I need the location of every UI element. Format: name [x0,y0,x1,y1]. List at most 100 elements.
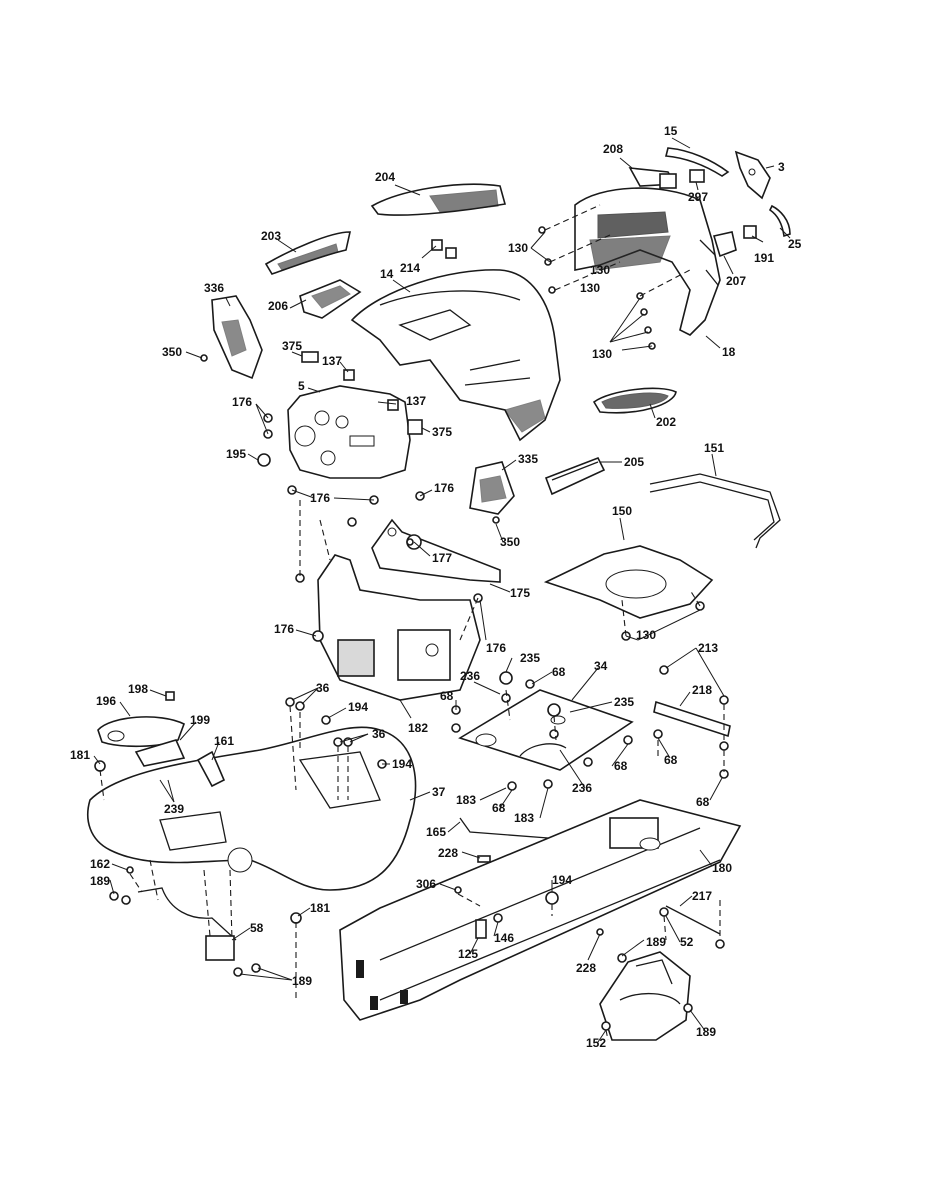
callout-181-a: 181 [70,748,90,762]
callout-350-a: 350 [162,345,182,359]
callout-213: 213 [698,641,718,655]
part-206-vent [299,279,362,319]
callout-176-d: 176 [274,622,294,636]
callout-191: 191 [754,251,774,265]
callout-189-d: 189 [696,1025,716,1039]
part-165-rod [459,817,549,839]
callout-177: 177 [432,551,452,565]
callout-68-a: 68 [552,665,566,679]
callout-239: 239 [164,802,184,816]
callout-37: 37 [432,785,446,799]
callout-202: 202 [656,415,676,429]
callout-161: 161 [214,734,234,748]
callout-306: 306 [416,877,436,891]
part-25-side-trim [768,204,791,238]
part-151-bracket [649,473,781,549]
callout-151: 151 [704,441,724,455]
part-335-side-panel [469,461,515,515]
callout-235-a: 235 [520,651,540,665]
callout-183-b: 183 [514,811,534,825]
part-180-frame [339,799,742,1021]
callout-194-c: 194 [552,873,572,887]
callout-199: 199 [190,713,210,727]
callout-228-b: 228 [576,961,596,975]
callout-18: 18 [722,345,736,359]
part-161-lever [196,750,226,788]
callout-214: 214 [400,261,420,275]
assembly-lines [99,204,725,1041]
callout-350-b: 350 [500,535,520,549]
callout-130-a: 130 [508,241,528,255]
part-228-pin [477,855,491,863]
callout-130-d: 130 [592,347,612,361]
part-34-plate [458,689,634,771]
callout-58: 58 [250,921,264,935]
callout-218: 218 [692,683,712,697]
part-5-dash-panel [287,385,411,479]
callout-162: 162 [90,857,110,871]
part-198-clip [165,691,175,701]
callout-5: 5 [298,379,305,393]
callout-228-a: 228 [438,846,458,860]
callout-130-b: 130 [590,263,610,277]
callout-189-b: 189 [646,935,666,949]
callout-189-a: 189 [90,874,110,888]
part-375-block-b [407,419,423,435]
callout-labels: 15 208 3 297 204 203 214 14 130 130 130 … [70,124,802,1050]
callout-182: 182 [408,721,428,735]
part-375-small-block [301,351,319,363]
part-18-grille-housing [574,187,721,336]
callout-297: 297 [688,190,708,204]
callout-165: 165 [426,825,446,839]
part-3-bracket [734,150,771,200]
callout-125: 125 [458,947,478,961]
callout-68-f: 68 [696,795,710,809]
callout-68-d: 68 [664,753,678,767]
callout-130-c: 130 [580,281,600,295]
part-217-rod [665,905,721,935]
leader-lines [93,137,791,1043]
part-297-bulb [689,169,705,183]
callout-206: 206 [268,299,288,313]
part-208-headlight [628,167,677,189]
callout-52: 52 [680,935,694,949]
callout-217: 217 [692,889,712,903]
callout-236-b: 236 [572,781,592,795]
part-196-cap [97,716,186,748]
callout-235-b: 235 [614,695,634,709]
callout-3: 3 [778,160,785,174]
callout-196: 196 [96,694,116,708]
part-137-clip-b [387,399,399,411]
callout-25: 25 [788,237,802,251]
callout-36-b: 36 [372,727,386,741]
callout-180: 180 [712,861,732,875]
callout-236-a: 236 [460,669,480,683]
callout-68-e: 68 [492,801,506,815]
callout-146: 146 [494,931,514,945]
callout-36-a: 36 [316,681,330,695]
part-205-trim [544,456,606,496]
part-14-hood [350,269,561,442]
callout-137-b: 137 [406,394,426,408]
callout-336: 336 [204,281,224,295]
callout-176-a: 176 [232,395,252,409]
callout-183-a: 183 [456,793,476,807]
callout-176-c: 176 [310,491,330,505]
callout-194-b: 194 [392,757,412,771]
callout-205: 205 [624,455,644,469]
callout-198: 198 [128,682,148,696]
part-150-deck-pan [543,545,714,619]
part-15-trim-strip [664,147,730,177]
callout-375-a: 375 [282,339,302,353]
callout-194-a: 194 [348,700,368,714]
callout-375-b: 375 [432,425,452,439]
part-202-lower-grille [592,387,677,414]
callout-34: 34 [594,659,608,673]
part-152-seat-pan [599,951,691,1041]
callout-130-e: 130 [636,628,656,642]
callout-152: 152 [586,1036,606,1050]
callout-189-c: 189 [292,974,312,988]
callout-207: 207 [726,274,746,288]
callout-204: 204 [375,170,395,184]
callout-176-b: 176 [434,481,454,495]
